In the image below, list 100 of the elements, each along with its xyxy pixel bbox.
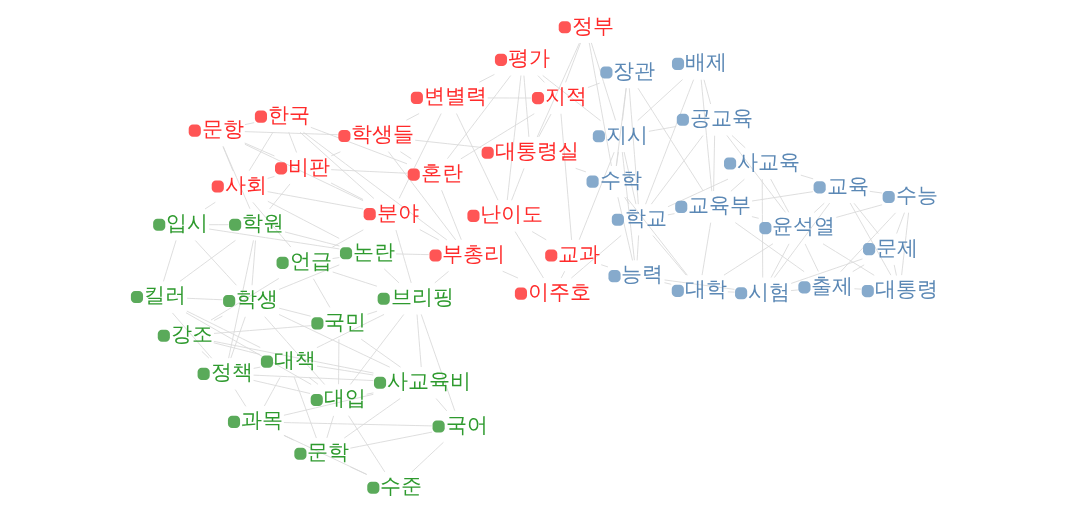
node-label: 분야 [376,200,419,225]
node-label: 사교육 [736,149,800,174]
connector [506,75,521,201]
connector [900,212,909,276]
connector [405,113,420,121]
connector [574,167,586,173]
connector [204,201,216,210]
connector [302,131,447,241]
node-label: 강조 [170,322,213,347]
connector [537,113,551,138]
connector [282,422,432,427]
node-label: 교과 [557,241,600,266]
connector [751,191,813,202]
node-label: 윤석열 [771,214,835,239]
connector [731,135,746,149]
connector [312,278,330,308]
connector [293,376,317,439]
connector [331,229,364,248]
node-label: 학생들 [350,122,414,147]
connector [284,231,340,247]
connector [723,243,773,276]
connector [227,239,254,359]
node-label: 킬러 [143,283,186,308]
connector [383,268,399,284]
node-label: 브리핑 [390,285,454,310]
connector [222,145,250,210]
connector [667,178,728,208]
node-label: 교육 [826,173,869,198]
connector [316,365,374,376]
connector [636,79,683,121]
node-label: 수능 [895,183,938,208]
connector [701,222,711,276]
connector [309,126,407,165]
node-label: 교육부 [687,193,751,218]
connector [416,314,422,368]
connector [325,415,334,439]
connector [330,151,341,157]
connector [578,151,615,241]
node-label: 언급 [289,249,332,274]
node-label: 문학 [306,440,349,465]
connector [616,196,633,261]
connector [248,132,273,172]
connector [446,75,511,160]
connector [287,131,297,153]
connector [541,75,601,122]
connector [171,312,212,359]
node-label: 국어 [445,412,488,437]
node-label: 혼란 [420,160,463,185]
node-label: 대통령실 [494,139,579,164]
node-label: 사회 [224,172,267,197]
connector [773,202,830,278]
connector [178,239,236,282]
connector [459,113,535,160]
connector [410,441,444,473]
connector [560,270,565,279]
node-label: 변별력 [423,84,487,109]
connector [839,212,896,273]
node-label: 출제 [810,273,853,298]
connector [851,264,865,273]
connector [229,316,246,359]
connector [263,316,325,385]
node-label: 대책 [273,348,316,373]
node-label: 배제 [684,50,727,75]
node-label: 대통령 [874,277,938,302]
connector [536,42,580,138]
connector [895,212,905,234]
connector [813,202,825,213]
node-label: 수학 [599,168,642,192]
connector [330,169,408,174]
connector [650,135,703,205]
node-label: 장관 [612,58,655,83]
connector [536,75,545,83]
connector [278,307,311,317]
node-label: 입시 [165,211,208,236]
connector [210,278,279,321]
connector [455,113,498,201]
connector [243,142,275,157]
connector [435,398,447,412]
node-label: 지시 [605,122,648,147]
connector [162,239,176,282]
connector [623,151,636,205]
connector [212,342,261,355]
connector [208,228,340,250]
connector [185,312,312,385]
connector [266,191,363,210]
node-label: 학생 [235,287,278,312]
connector [663,279,735,290]
connector [478,73,495,83]
node-label: 대입 [323,386,366,411]
connector [734,222,805,273]
connector [213,325,311,334]
connector [790,258,863,284]
connector [268,183,290,210]
node-label: 과목 [240,408,283,433]
node-label: 한국 [267,102,310,127]
connector [590,42,616,121]
connector [628,87,639,205]
connector [835,204,883,218]
node-label: 정책 [210,360,253,385]
connector [263,377,280,407]
